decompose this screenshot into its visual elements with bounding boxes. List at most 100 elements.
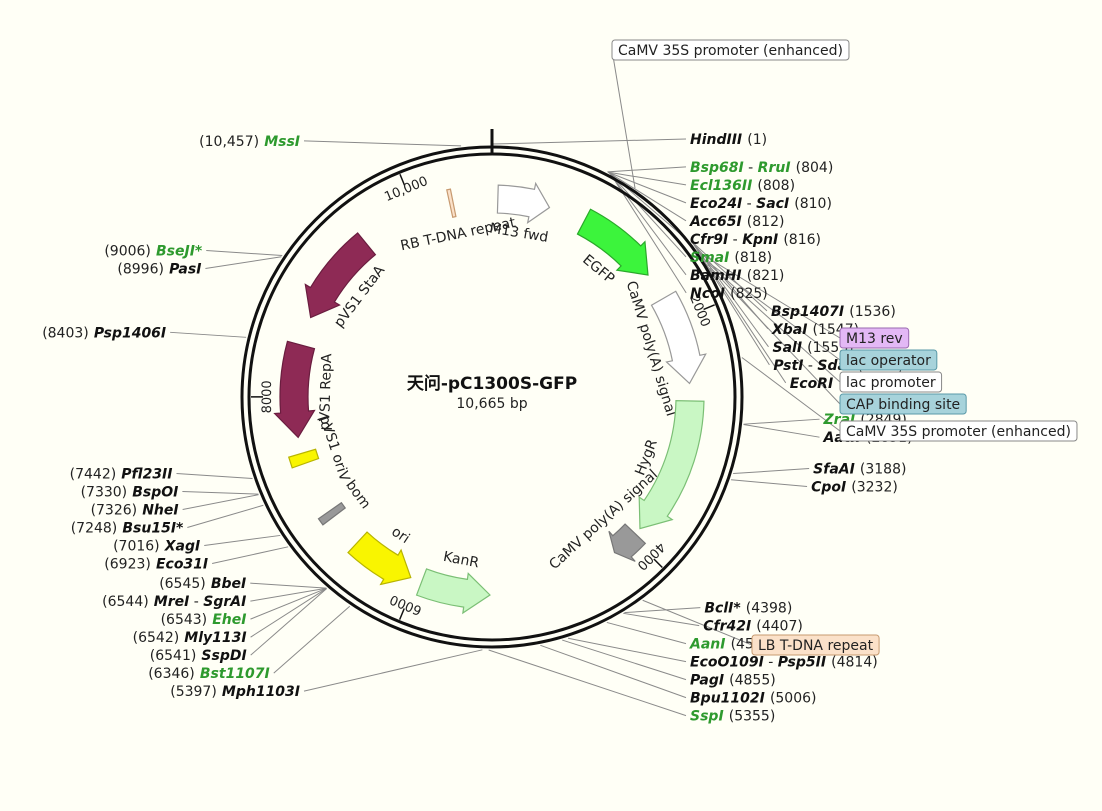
leader-line [743,423,820,438]
site-name: PagI [690,673,724,689]
site-name: Bsp1407I [771,304,844,320]
leader-line [611,49,636,189]
svg-text:SfaAI (3188): SfaAI (3188) [813,459,906,478]
svg-text:(6544) MreI - SgrAI: (6544) MreI - SgrAI [102,591,246,610]
svg-text:XbaI (1547): XbaI (1547) [771,319,859,338]
leader-line [540,644,687,699]
site-position: (4398) [746,601,793,617]
svg-text:Eco24I - SacI (810): Eco24I - SacI (810) [690,193,832,212]
site-smai: SmaI (818) [690,247,772,266]
site-eco31i: (6923) Eco31I [104,554,208,573]
site-position: (5006) [770,691,817,707]
svg-text:CpoI (3232): CpoI (3232) [811,477,898,496]
site-name: Bst1107I [200,666,270,682]
site-bseji: (9006) BseJI* [104,241,203,260]
leader-line [743,418,820,425]
leader-line [642,599,753,646]
svg-text:(8403) Psp1406I: (8403) Psp1406I [42,322,166,341]
svg-text:(9006) BseJI*: (9006) BseJI* [104,241,203,260]
leader-line [562,639,687,681]
site-name: Cfr9I [690,232,728,248]
leader-line [690,240,768,312]
site-pasi: (8996) PasI [117,262,201,278]
site-name: - [764,655,778,671]
svg-text:(7442) Pfl23II: (7442) Pfl23II [70,464,173,483]
svg-text:(6542) Mly113I: (6542) Mly113I [133,627,247,646]
site-name: SspI [690,709,724,725]
tick-mark [703,304,715,311]
leader-line [606,621,687,645]
leader-line [187,504,264,528]
leader-line [623,612,700,627]
box-background [839,349,938,371]
site-ncoi: NcoI (825) [690,286,768,302]
site-name: PstI [773,358,803,374]
site-name: SfaAI [813,462,855,478]
site-name: Ecl136II [690,178,752,194]
site-position: (1536) [849,304,896,320]
site-name: NheI [142,503,178,519]
svg-text:Acc65I (812): Acc65I (812) [689,211,784,230]
site-mrei: (6544) MreI - SgrAI [102,591,246,610]
site-name: CpoI [811,480,846,496]
site-position: (8996) [117,262,164,278]
site-position: (6543) [161,612,208,628]
site-position: (7330) [81,485,128,501]
site-name: Psp1406I [94,325,166,341]
site-name: - [728,232,742,248]
site-name: Bpu1102I [690,691,765,707]
leader-line [741,357,841,432]
feature-shape [576,208,649,276]
svg-text:HindIII (1): HindIII (1) [690,129,767,148]
svg-text:Cfr42I (4407): Cfr42I (4407) [703,616,803,635]
svg-text:Bsp1407I (1536): Bsp1407I (1536) [771,301,896,320]
backbone-ring [240,129,744,649]
site-name: XbaI [771,322,807,338]
feature-shape [273,340,316,439]
feature-shape [347,531,412,586]
site-position: (816) [783,232,821,248]
site-name: SspDI [201,648,246,664]
leader-line [608,171,687,222]
leader-line [624,607,701,614]
box-background [751,634,880,656]
feature-pvs1repa: pVS1 RepA [273,340,335,439]
site-position: (3188) [860,462,907,478]
site-name: - [742,196,756,212]
leader-line [607,171,687,186]
box-label: lac operator [846,353,931,369]
site-name: Acc65I [689,214,742,230]
svg-text:(5397) Mph1103I: (5397) Mph1103I [170,681,300,700]
box-label: CAP binding site [846,397,960,413]
site-position: (825) [730,286,768,302]
leader-line [608,171,687,204]
leader-line [699,252,841,339]
leader-line [488,649,687,717]
site-ecl136ii: Ecl136II (808) [690,175,795,194]
site-nhei: (7326) NheI [91,500,179,519]
svg-text:(7326) NheI: (7326) NheI [91,500,179,519]
site-name: Psp5II [778,655,826,671]
site-name: Mph1103I [222,684,300,700]
site-bsu15i: (7248) Bsu15I* [71,518,184,537]
leader-line [707,264,841,405]
leader-lines [170,49,841,717]
site-xagi: (7016) XagI [113,539,200,555]
site-mly113i: (6542) Mly113I [133,627,247,646]
svg-text:PagI (4855): PagI (4855) [690,670,776,689]
svg-text:(6923) Eco31I: (6923) Eco31I [104,554,208,573]
site-cfr42i: Cfr42I (4407) [703,616,803,635]
site-position: (6545) [159,576,206,592]
site-name: SmaI [690,250,729,266]
svg-text:(7248) Bsu15I*: (7248) Bsu15I* [71,518,184,537]
site-name: BamHI [690,268,742,284]
svg-text:Ecl136II (808): Ecl136II (808) [690,175,795,194]
site-name: EcoO109I [690,655,764,671]
leader-line [731,479,808,488]
tick-mark [653,558,663,569]
svg-text:EcoO109I - Psp5II (4814): EcoO109I - Psp5II (4814) [690,652,878,671]
site-bamhi: BamHI (821) [690,268,784,284]
svg-text:SmaI (818): SmaI (818) [690,247,772,266]
svg-text:(10,457) MssI: (10,457) MssI [199,131,300,150]
